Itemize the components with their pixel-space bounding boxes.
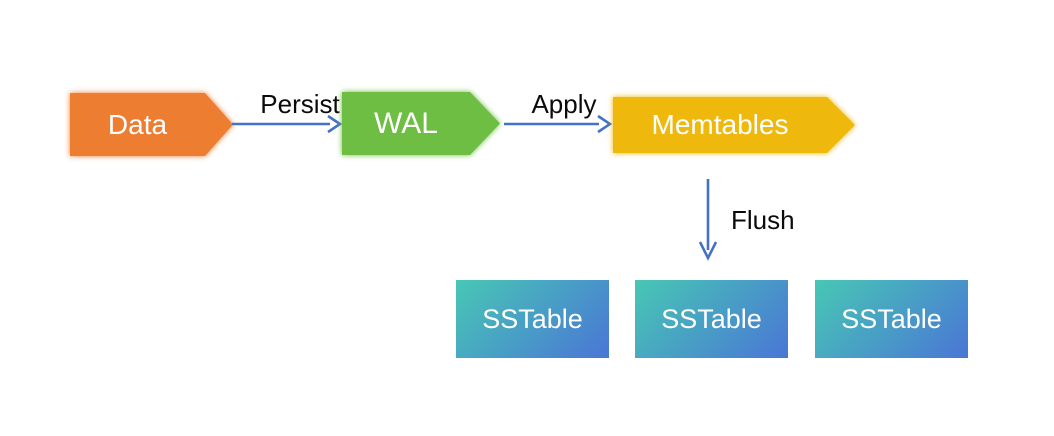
node-sstable-3: SSTable	[815, 280, 968, 358]
node-sstable-2-label: SSTable	[661, 303, 762, 334]
node-wal: WAL	[342, 92, 500, 155]
persist-arrow-icon	[231, 111, 343, 137]
apply-arrow-icon	[503, 111, 613, 137]
edge-apply-label: Apply	[531, 89, 597, 119]
node-wal-shape: WAL	[342, 92, 500, 155]
node-memtables: Memtables	[613, 97, 855, 153]
node-wal-label: WAL	[374, 106, 438, 140]
node-data-label: Data	[107, 108, 168, 140]
node-data-shape: Data	[70, 93, 233, 156]
node-memtables-shape: Memtables	[613, 97, 855, 153]
node-data: Data	[70, 93, 233, 156]
node-sstable-1-label: SSTable	[482, 303, 583, 334]
flush-arrow-icon	[695, 178, 721, 266]
node-sstable-2: SSTable	[635, 280, 788, 358]
edge-flush-label: Flush	[731, 205, 795, 235]
edge-persist-label: Persist	[260, 89, 340, 119]
node-sstable-3-label: SSTable	[841, 303, 942, 334]
node-memtables-label: Memtables	[651, 109, 789, 140]
node-sstable-1: SSTable	[456, 280, 609, 358]
